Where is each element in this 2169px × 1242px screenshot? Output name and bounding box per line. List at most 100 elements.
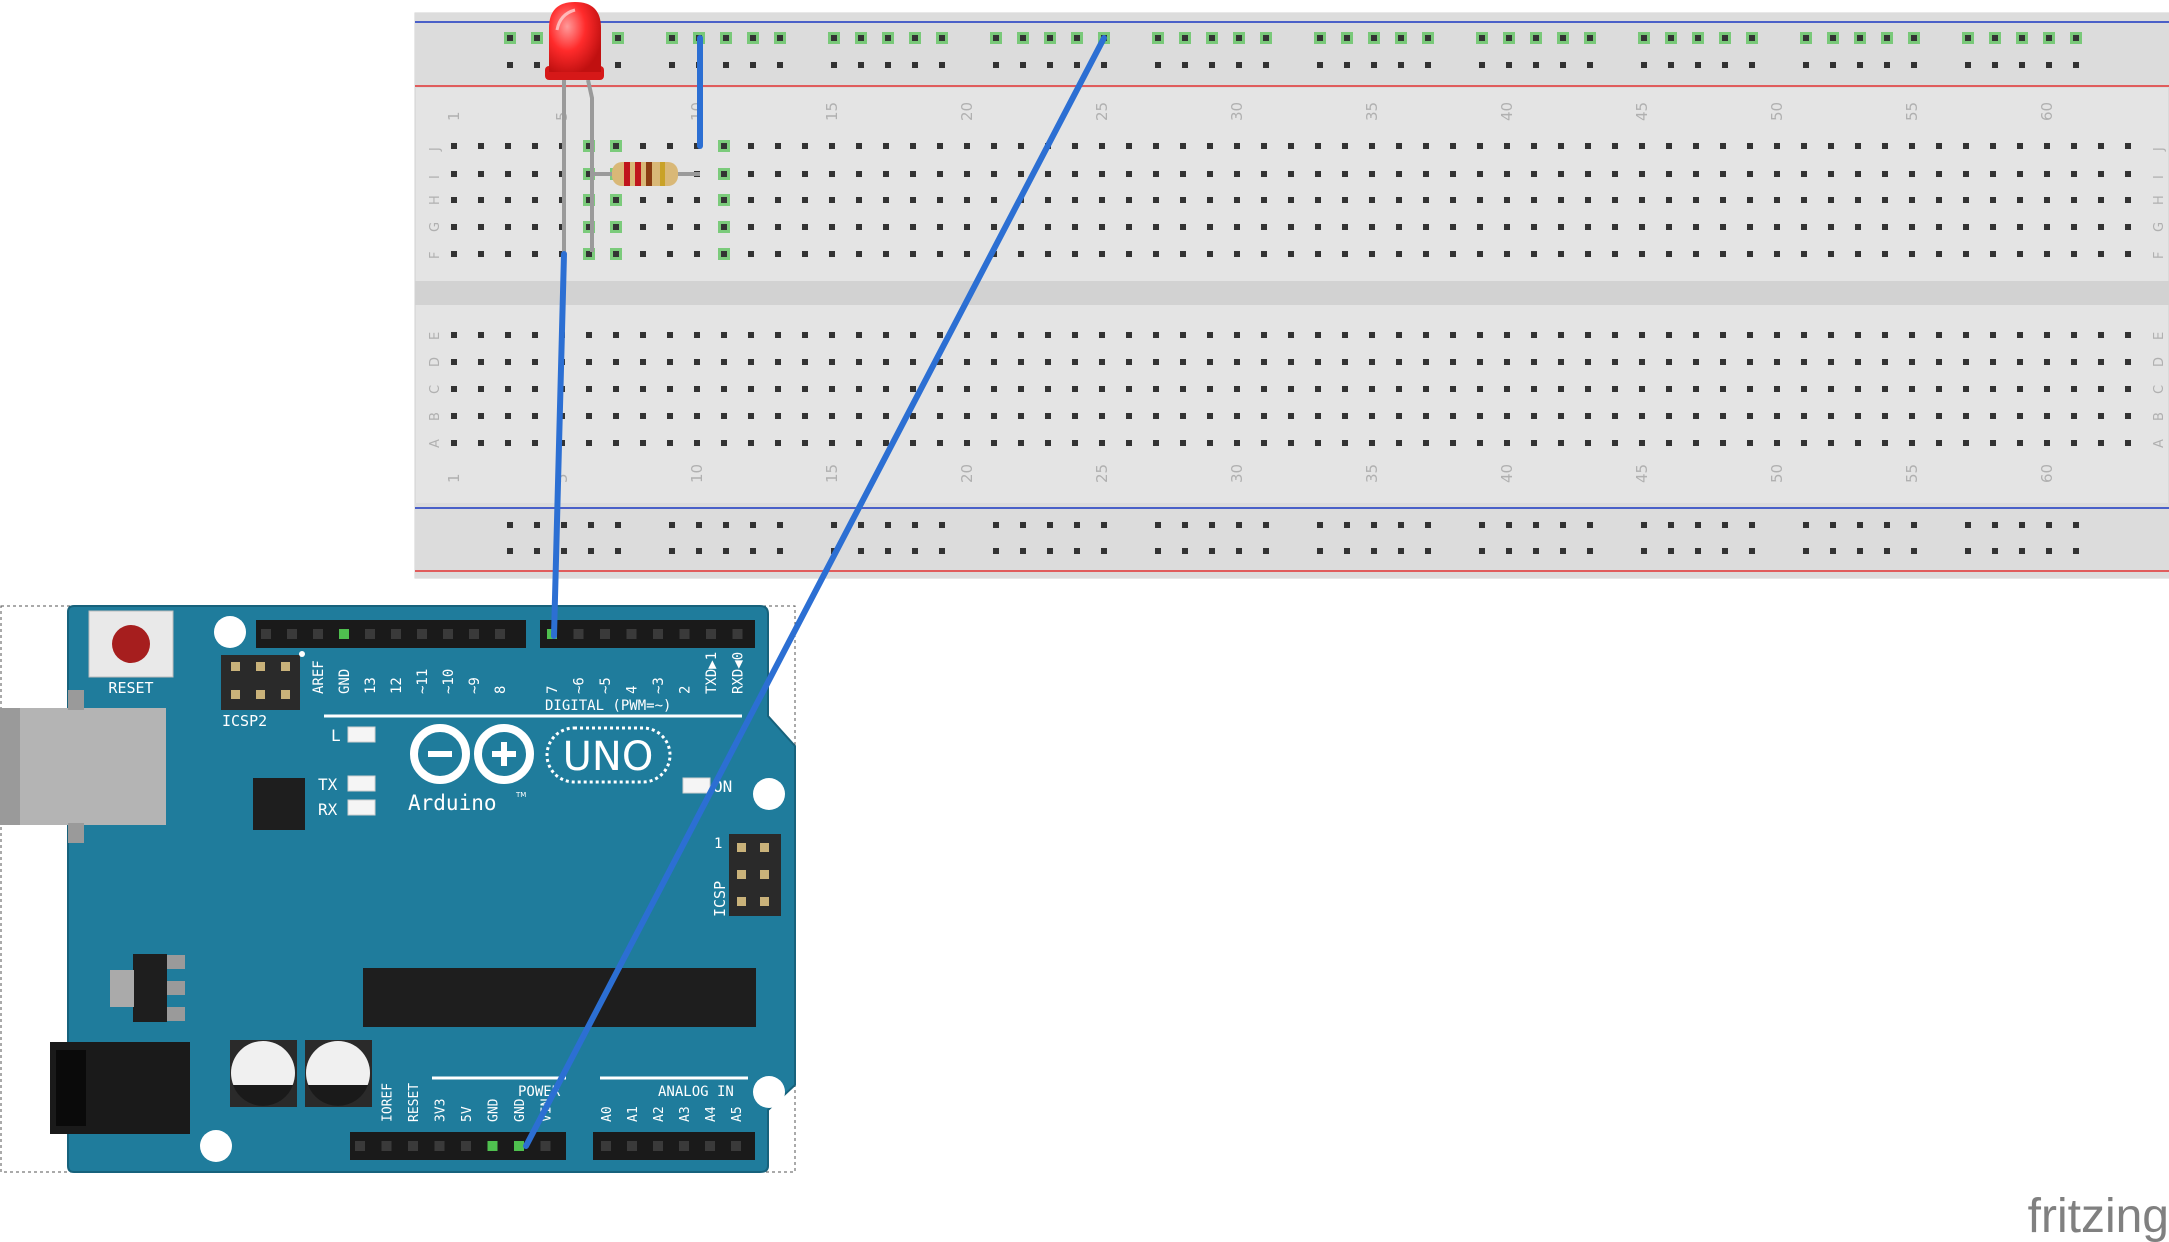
breadboard-hole <box>1695 35 1701 41</box>
breadboard-hole <box>1639 171 1645 177</box>
breadboard-hole <box>856 171 862 177</box>
breadboard-hole <box>829 386 835 392</box>
analog-pin-label: A5 <box>730 1106 745 1122</box>
breadboard-hole <box>534 522 540 528</box>
breadboard-top-rail-strip <box>415 13 2169 88</box>
breadboard-hole <box>1209 62 1215 68</box>
breadboard-hole <box>2044 440 2050 446</box>
breadboard-hole <box>1423 143 1429 149</box>
breadboard-hole <box>1342 171 1348 177</box>
breadboard-column-number: 55 <box>1903 464 1921 483</box>
breadboard-hole <box>1315 440 1321 446</box>
breadboard-hole <box>748 171 754 177</box>
breadboard-hole <box>1747 413 1753 419</box>
breadboard-hole <box>2019 548 2025 554</box>
breadboard-hole <box>1153 440 1159 446</box>
breadboard-hole <box>1855 440 1861 446</box>
breadboard-row-letter: E <box>2152 332 2167 340</box>
breadboard-hole <box>1693 224 1699 230</box>
breadboard-hole <box>856 251 862 257</box>
breadboard-hole <box>1479 548 1485 554</box>
breadboard-hole <box>2071 251 2077 257</box>
breadboard-hole <box>1342 251 1348 257</box>
breadboard-hole <box>1153 332 1159 338</box>
breadboard-hole <box>912 35 918 41</box>
breadboard-hole <box>964 386 970 392</box>
breadboard-hole <box>451 197 457 203</box>
breadboard-hole <box>1045 224 1051 230</box>
breadboard-row-letter: H <box>428 195 443 205</box>
breadboard-hole <box>748 386 754 392</box>
breadboard-hole <box>2046 548 2052 554</box>
breadboard-hole <box>505 440 511 446</box>
led-leg-anode <box>586 79 594 252</box>
breadboard-hole <box>1585 171 1591 177</box>
breadboard-hole <box>1720 197 1726 203</box>
breadboard-hole <box>775 224 781 230</box>
breadboard-hole <box>1099 359 1105 365</box>
digital-pin-sockets <box>261 629 743 639</box>
breadboard-hole <box>1720 171 1726 177</box>
breadboard-hole <box>1560 62 1566 68</box>
resistor-band <box>635 162 641 186</box>
breadboard-hole <box>586 332 592 338</box>
breadboard-hole <box>1236 62 1242 68</box>
breadboard-hole <box>1236 548 1242 554</box>
breadboard-hole <box>1342 440 1348 446</box>
breadboard-hole <box>1396 251 1402 257</box>
breadboard-hole <box>1612 413 1618 419</box>
breadboard-hole <box>613 359 619 365</box>
breadboard-hole <box>964 224 970 230</box>
breadboard-hole <box>1828 413 1834 419</box>
breadboard-hole <box>2071 332 2077 338</box>
breadboard-hole <box>991 413 997 419</box>
jumper-wires <box>523 35 1107 1149</box>
breadboard-hole <box>2098 251 2104 257</box>
breadboard-hole <box>1234 171 1240 177</box>
breadboard-hole <box>561 522 567 528</box>
breadboard-hole <box>2046 62 2052 68</box>
breadboard-hole <box>1369 386 1375 392</box>
breadboard-hole <box>1288 171 1294 177</box>
breadboard-hole <box>1020 548 1026 554</box>
breadboard-hole <box>1369 171 1375 177</box>
breadboard-hole <box>1693 143 1699 149</box>
breadboard-hole <box>1288 440 1294 446</box>
led-component <box>545 2 604 252</box>
breadboard-hole <box>1668 522 1674 528</box>
breadboard-hole <box>1882 413 1888 419</box>
breadboard-hole <box>1720 332 1726 338</box>
breadboard-hole <box>1423 171 1429 177</box>
breadboard-hole <box>1801 440 1807 446</box>
breadboard-row-letter: B <box>2152 412 2167 421</box>
resistor-band <box>660 162 665 186</box>
breadboard-hole <box>2019 35 2025 41</box>
breadboard-hole <box>2098 171 2104 177</box>
breadboard-hole <box>1828 386 1834 392</box>
breadboard-hole <box>856 197 862 203</box>
breadboard-hole <box>1504 143 1510 149</box>
breadboard-hole <box>1749 522 1755 528</box>
analog-header <box>593 1132 755 1160</box>
breadboard-hole <box>1396 332 1402 338</box>
breadboard-hole <box>1747 143 1753 149</box>
breadboard-column-number: 25 <box>1093 464 1111 483</box>
breadboard-hole <box>1155 62 1161 68</box>
breadboard-hole <box>1963 251 1969 257</box>
breadboard-hole <box>694 440 700 446</box>
power-analog-pin-sockets <box>355 1141 741 1151</box>
breadboard-row-letter: G <box>2152 222 2167 232</box>
breadboard-hole <box>1045 386 1051 392</box>
reset-button[interactable] <box>112 625 150 663</box>
breadboard-hole <box>1855 413 1861 419</box>
breadboard-hole <box>991 386 997 392</box>
breadboard-hole <box>694 359 700 365</box>
breadboard-hole <box>1722 548 1728 554</box>
breadboard-column-number: 10 <box>688 464 706 483</box>
breadboard-hole <box>1990 386 1996 392</box>
breadboard-hole <box>1369 413 1375 419</box>
breadboard-row-letter: B <box>428 412 443 421</box>
breadboard-hole <box>1101 522 1107 528</box>
breadboard-hole <box>640 359 646 365</box>
breadboard-hole <box>1182 522 1188 528</box>
